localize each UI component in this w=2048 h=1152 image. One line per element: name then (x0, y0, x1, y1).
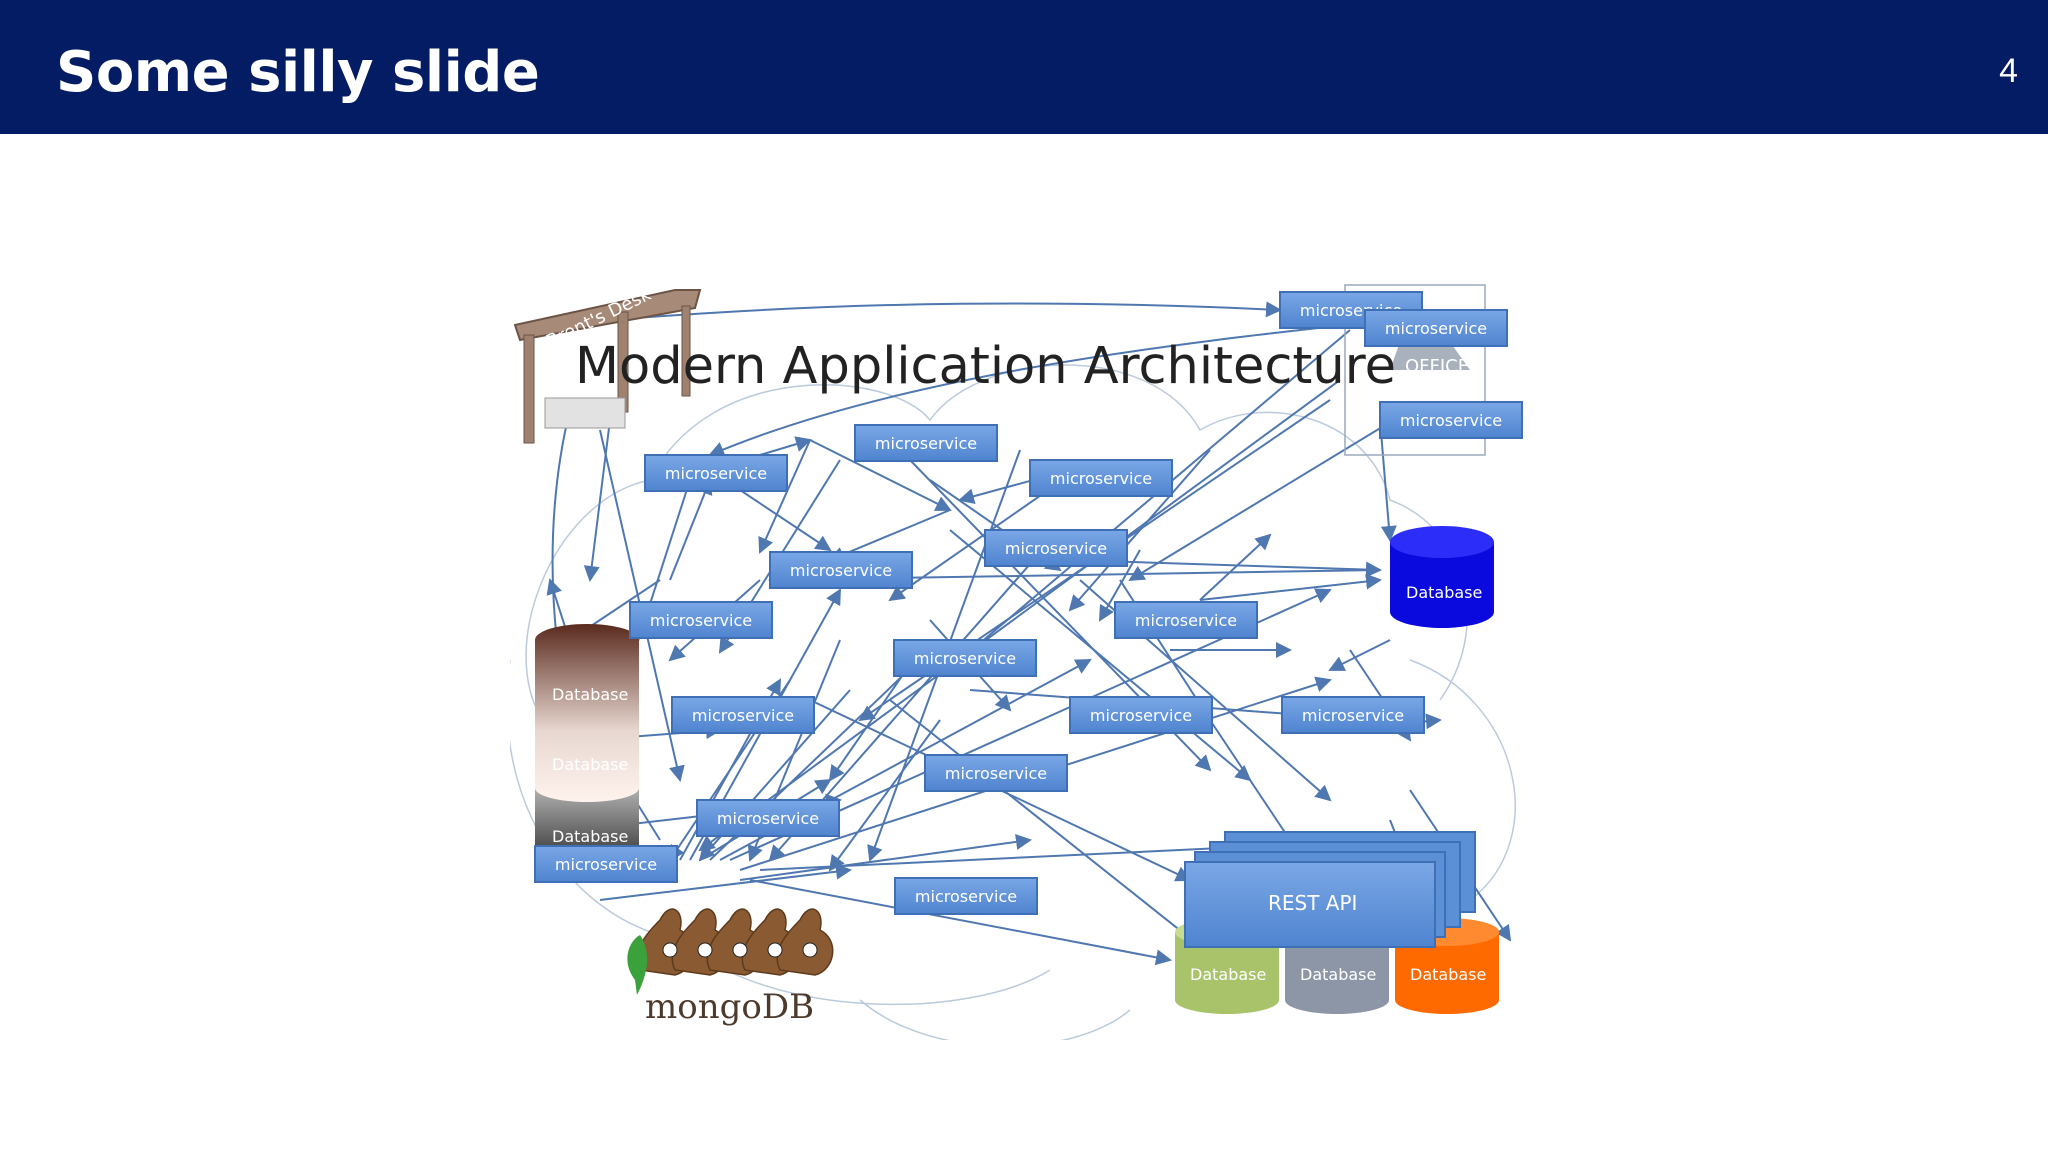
microservice-label: microservice (665, 464, 767, 483)
microservice-label: microservice (1302, 706, 1404, 725)
mongo-label: mongoDB (645, 987, 814, 1027)
microservice-box-shape (696, 799, 840, 837)
database-label: Database (1190, 965, 1266, 984)
database-label: Database (1300, 965, 1376, 984)
database-label: Database (552, 685, 628, 704)
database-label: Database (552, 827, 628, 846)
microservice-box: microservice (629, 601, 773, 639)
microservice-box-shape (629, 601, 773, 639)
microservice-label: microservice (692, 706, 794, 725)
microservice-box-shape (1069, 696, 1213, 734)
microservice-box-shape (1364, 309, 1508, 347)
microservice-box-shape (893, 639, 1037, 677)
microservice-label: microservice (790, 561, 892, 580)
slide-header: Some silly slide 4 (0, 0, 2048, 134)
microservice-box: microservice (854, 424, 998, 462)
microservice-box-shape (1029, 459, 1173, 497)
mongodb-logo: mongoDB (627, 908, 834, 1027)
microservice-box-shape (769, 551, 913, 589)
microservice-label: microservice (1090, 706, 1192, 725)
database-label: Database (1406, 583, 1482, 602)
database-label: Database (552, 755, 628, 774)
microservice-box-shape (924, 754, 1068, 792)
microservice-label: microservice (1135, 611, 1237, 630)
microservice-label: microservice (1005, 539, 1107, 558)
microservice-group: microservice microservice microservice micr… (534, 291, 1523, 915)
microservice-box: microservice (924, 754, 1068, 792)
microservice-box: microservice (1069, 696, 1213, 734)
microservice-box-shape (534, 845, 678, 883)
microservice-box: microservice (769, 551, 913, 589)
microservice-box-shape (644, 454, 788, 492)
microservice-box: microservice (696, 799, 840, 837)
rest-api-label: REST API (1268, 891, 1357, 915)
microservice-label: microservice (1050, 469, 1152, 488)
microservice-box-shape (894, 877, 1038, 915)
microservice-box: microservice (894, 877, 1038, 915)
diagram-title: Modern Application Architecture (575, 337, 1396, 396)
microservice-box: microservice (893, 639, 1037, 677)
microservice-box: microservice (671, 696, 815, 734)
microservice-label: microservice (914, 649, 1016, 668)
microservice-box-shape (1379, 401, 1523, 439)
microservice-box: microservice (1114, 601, 1258, 639)
microservice-box: microservice (1029, 459, 1173, 497)
architecture-diagram: Brent's Desk OFFICE Modern Application A… (510, 284, 1523, 1040)
microservice-label: microservice (1400, 411, 1502, 430)
rest-api-stack: REST API (1184, 831, 1476, 948)
microservice-label: microservice (945, 764, 1047, 783)
database-stack-left: Database Database Database (535, 624, 639, 882)
microservice-box: microservice (1364, 309, 1508, 347)
microservice-box: microservice (1379, 401, 1523, 439)
office-label: OFFICE (1405, 356, 1469, 377)
microservice-box-shape (854, 424, 998, 462)
slide-title: Some silly slide (56, 40, 540, 105)
microservice-box: microservice (984, 529, 1128, 567)
microservice-box-shape (984, 529, 1128, 567)
slide-number: 4 (1999, 52, 2018, 90)
office-box: OFFICE (1344, 284, 1486, 456)
microservice-box-shape (1114, 601, 1258, 639)
microservice-label: microservice (875, 434, 977, 453)
microservice-box: microservice (1281, 696, 1425, 734)
microservice-box-shape (1281, 696, 1425, 734)
microservice-box-shape (671, 696, 815, 734)
microservice-box: microservice (644, 454, 788, 492)
database-blue: Database (1390, 526, 1494, 628)
microservice-label: microservice (717, 809, 819, 828)
database-label: Database (1410, 965, 1486, 984)
microservice-label: microservice (650, 611, 752, 630)
microservice-label: microservice (915, 887, 1017, 906)
microservice-label: microservice (1385, 319, 1487, 338)
microservice-label: microservice (555, 855, 657, 874)
microservice-box: microservice (534, 845, 678, 883)
